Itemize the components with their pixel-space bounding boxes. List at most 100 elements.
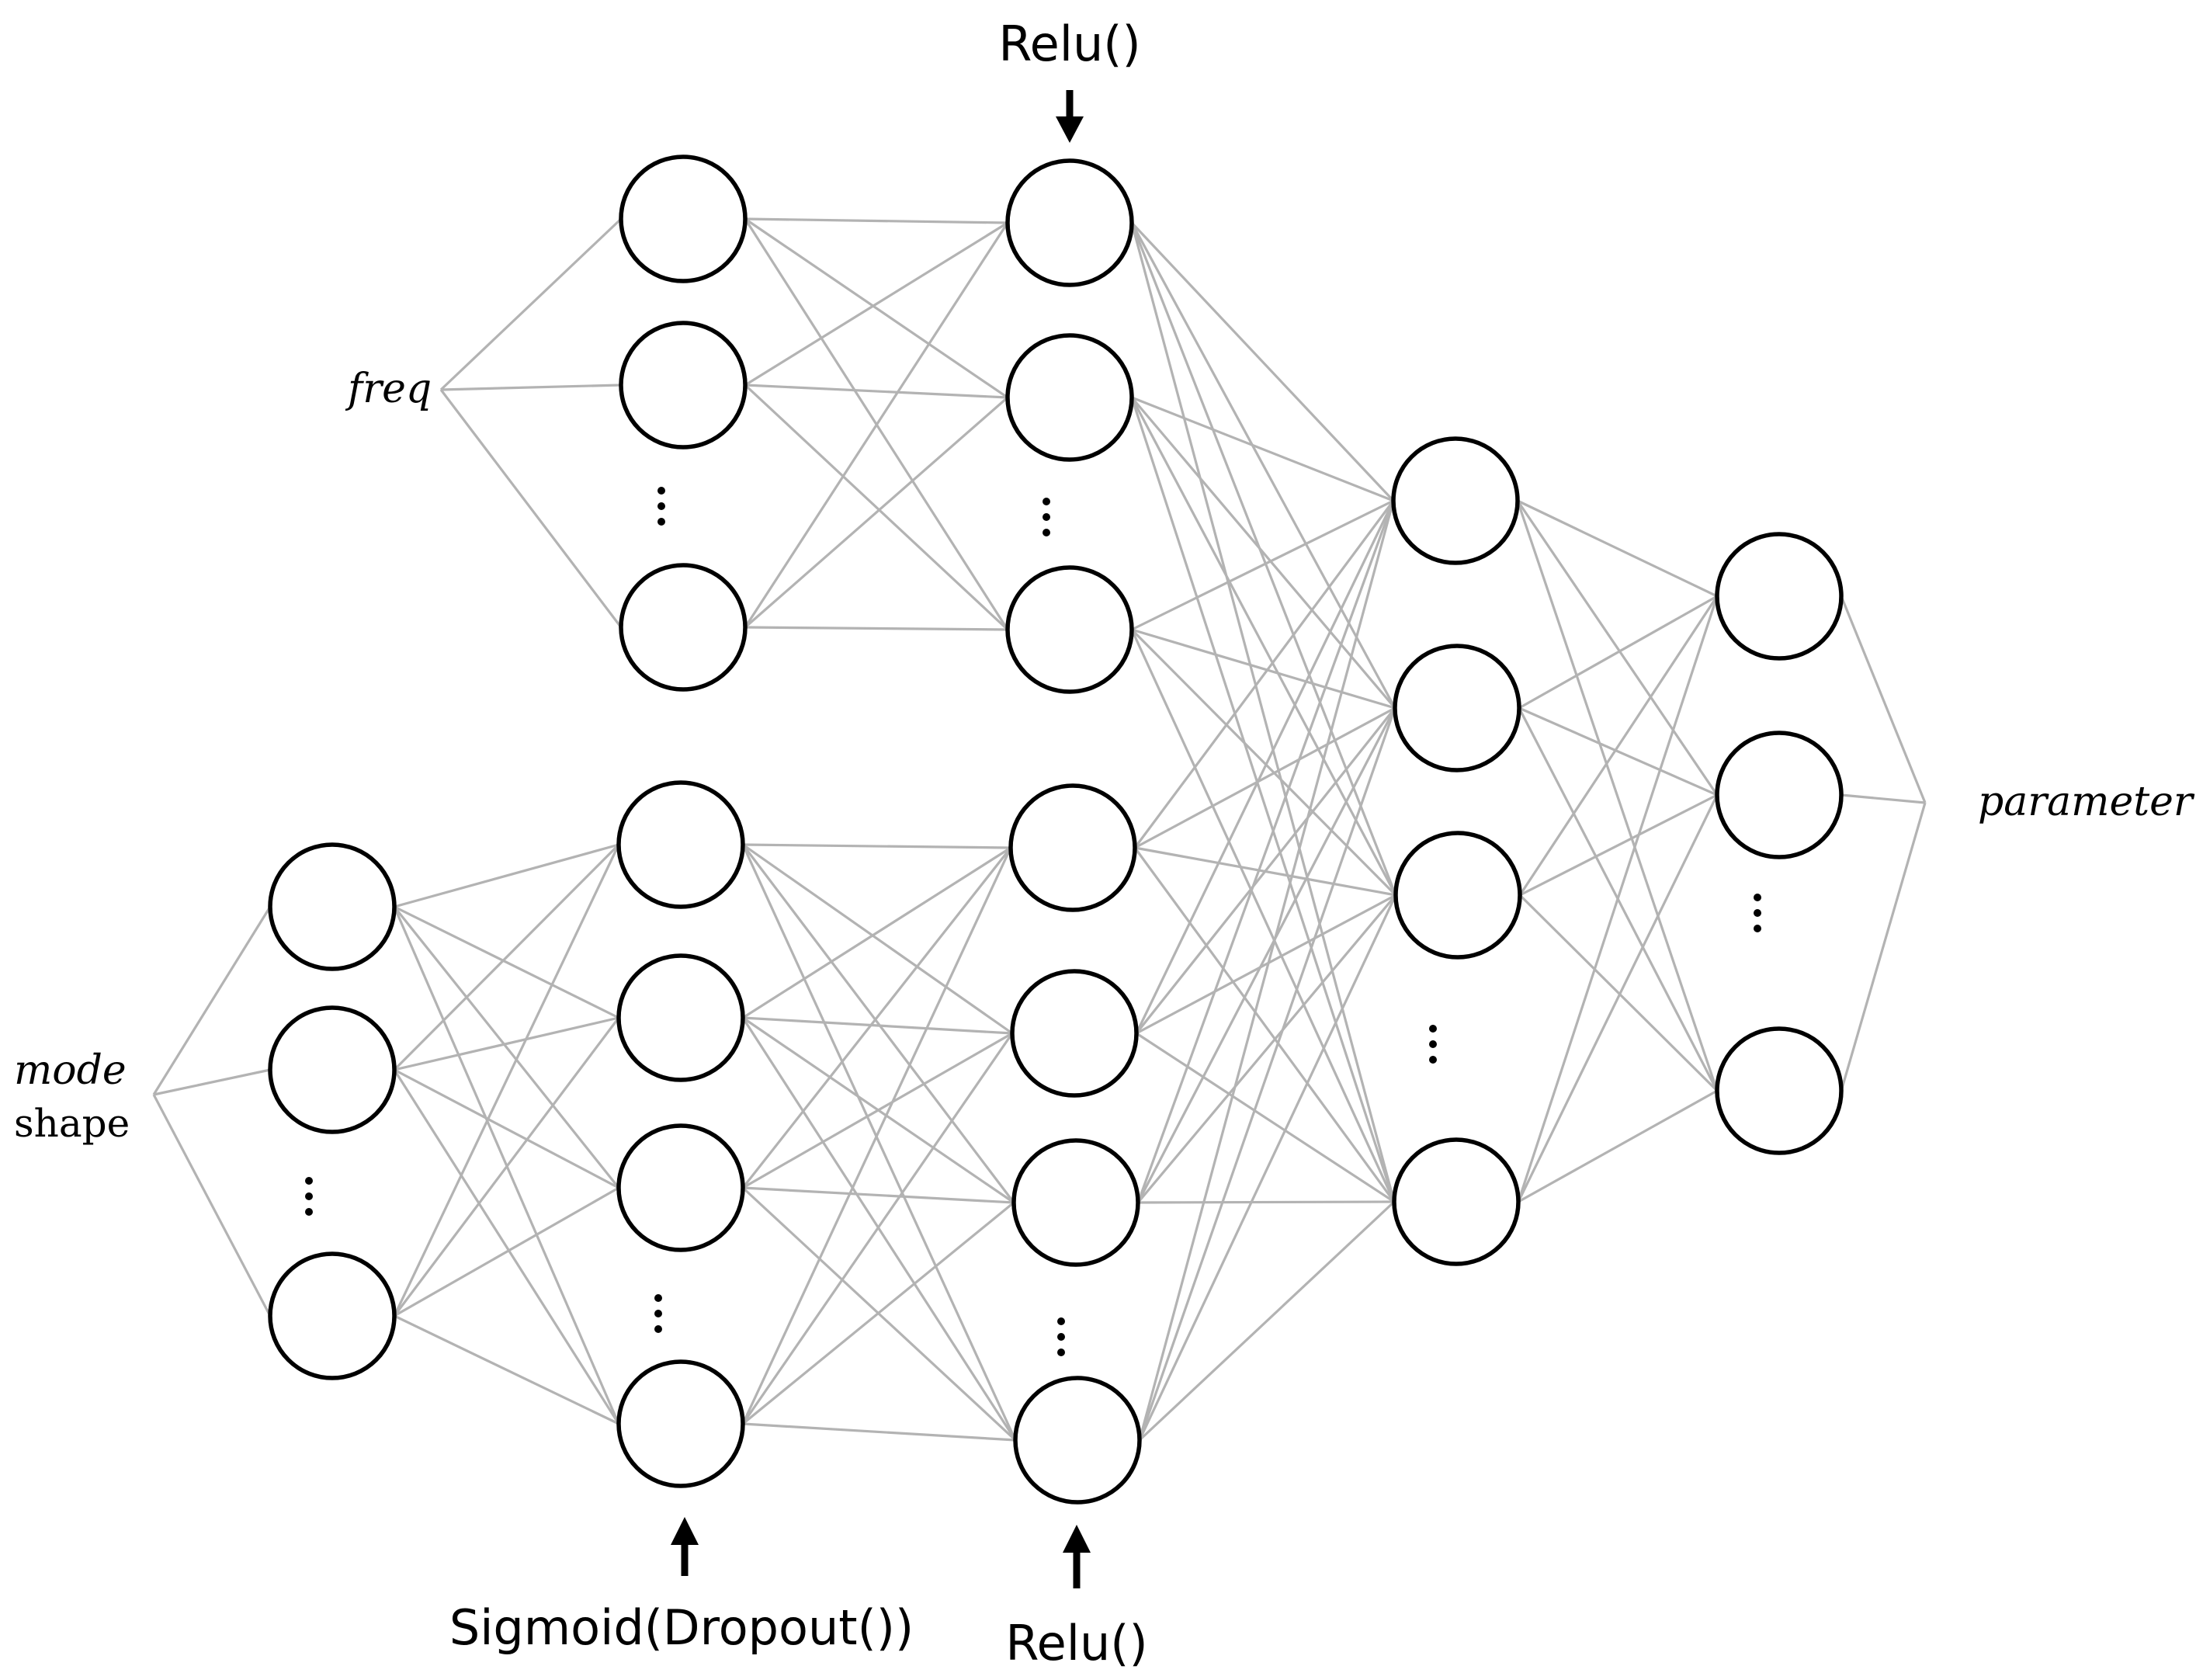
connection-line <box>393 906 620 1189</box>
relu-top-label: Relu() <box>998 16 1140 72</box>
neuron-nodes <box>268 154 1844 1505</box>
connection-line <box>741 1201 1015 1425</box>
neuron-node <box>1005 333 1134 462</box>
connection-line <box>742 1422 1016 1442</box>
connection-line <box>394 905 619 1019</box>
connection-line <box>1134 706 1396 849</box>
connection-line <box>393 1069 620 1425</box>
connection-line <box>1133 500 1395 849</box>
ellipsis-markers <box>305 487 1761 1356</box>
connection-line <box>393 843 620 1071</box>
connection-line <box>741 1017 1017 1441</box>
text-labels: Relu() freq mode shape parameter Sigmoid… <box>14 16 2195 1671</box>
connection-line <box>1517 595 1719 1203</box>
connection-line <box>744 222 1009 628</box>
connection-line <box>1130 397 1396 1203</box>
connection-line <box>440 384 622 391</box>
connection-line <box>1130 397 1397 896</box>
connection-line <box>394 1186 619 1317</box>
connection-line <box>1130 628 1397 897</box>
connection-line <box>744 626 1008 631</box>
neuron-node <box>616 1123 745 1252</box>
connection-line <box>1131 396 1394 502</box>
connection-lines <box>152 217 1927 1442</box>
connection-line <box>1516 500 1719 1092</box>
neuron-node <box>1715 731 1844 859</box>
vertical-ellipsis-icon <box>654 1294 662 1333</box>
connection-line <box>744 384 1008 399</box>
connection-line <box>1517 499 1718 598</box>
connection-line <box>1518 1089 1718 1203</box>
down-arrow-icon <box>1056 90 1084 143</box>
connection-line <box>744 396 1009 629</box>
neuron-node <box>1392 1137 1521 1266</box>
connection-line <box>394 843 619 908</box>
connection-line <box>1136 894 1396 1035</box>
vertical-ellipsis-icon <box>657 487 665 526</box>
neuron-node <box>1011 1138 1140 1267</box>
connection-line <box>1137 1200 1395 1204</box>
neuron-node <box>1393 831 1522 960</box>
vertical-ellipsis-icon <box>305 1177 313 1216</box>
connection-line <box>393 1017 620 1317</box>
connection-line <box>1519 793 1718 897</box>
connection-line <box>744 217 1008 224</box>
connection-line <box>153 1068 271 1096</box>
connection-line <box>1138 500 1395 1441</box>
connection-line <box>1138 707 1396 1441</box>
connection-line <box>1518 706 1718 797</box>
connection-line <box>1130 221 1395 502</box>
connection-line <box>439 389 623 628</box>
neuron-node <box>1010 969 1139 1098</box>
connection-line <box>1133 847 1396 1203</box>
vertical-ellipsis-icon <box>1057 1317 1065 1356</box>
connection-line <box>1131 499 1394 631</box>
up-arrow-icon <box>1063 1525 1091 1588</box>
activation-arrows <box>671 90 1091 1588</box>
neuron-node <box>1013 1376 1142 1505</box>
connection-line <box>742 843 1011 849</box>
connection-line <box>1130 222 1397 896</box>
connection-line <box>394 1016 619 1071</box>
connection-line <box>152 1094 272 1317</box>
neuron-node <box>1005 158 1134 287</box>
neuron-node <box>616 953 745 1082</box>
up-arrow-icon <box>671 1517 699 1576</box>
neuron-node <box>619 321 748 450</box>
connection-line <box>1840 802 1927 1092</box>
freq-label: freq <box>345 366 432 412</box>
connection-line <box>1517 794 1719 1203</box>
neuron-node <box>1393 644 1521 772</box>
connection-line <box>1138 894 1397 1441</box>
connection-line <box>1131 628 1396 710</box>
connection-line <box>741 1033 1014 1425</box>
connection-line <box>1516 500 1719 796</box>
connection-line <box>742 843 1013 1035</box>
connection-line <box>1136 1032 1395 1203</box>
vertical-ellipsis-icon <box>1754 894 1761 932</box>
connection-line <box>742 846 1011 1019</box>
connection-line <box>1840 793 1926 804</box>
connection-line <box>1136 894 1397 1204</box>
neuron-node <box>619 563 748 692</box>
connection-line <box>741 847 1012 1425</box>
parameter-label: parameter <box>1978 779 2195 825</box>
connection-line <box>742 1032 1013 1189</box>
connection-line <box>1130 629 1396 1203</box>
sigmoid-dropout-label: Sigmoid(Dropout()) <box>449 1599 914 1656</box>
connection-line <box>1518 894 1719 1092</box>
neuron-node <box>1005 565 1134 694</box>
neuron-node <box>1715 532 1844 661</box>
connection-line <box>439 217 623 391</box>
neuron-node <box>1391 436 1520 565</box>
connection-line <box>1840 595 1927 804</box>
connection-line <box>1135 500 1395 1034</box>
connection-line <box>1136 707 1396 1203</box>
vertical-ellipsis-icon <box>1429 1025 1437 1064</box>
neuron-node <box>1715 1026 1844 1155</box>
connection-line <box>152 906 272 1095</box>
connection-line <box>744 221 1008 387</box>
neuron-node <box>268 842 397 971</box>
shape-label: shape <box>14 1101 130 1146</box>
